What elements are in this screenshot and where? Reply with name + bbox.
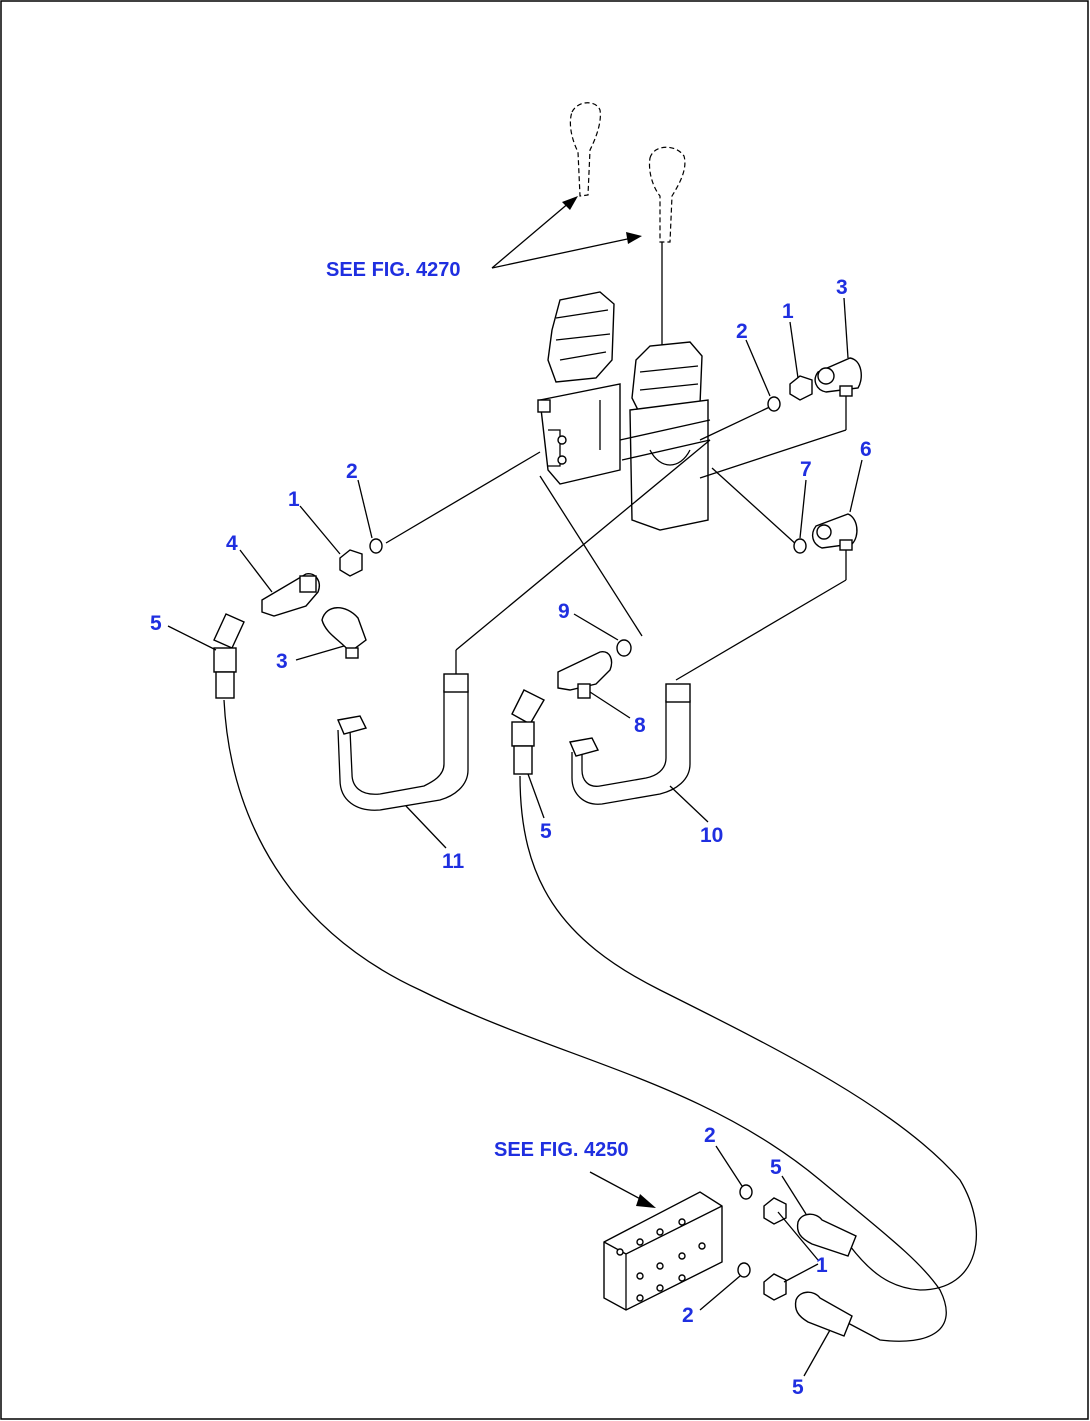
adapter-1-left bbox=[339, 549, 363, 577]
elbow-3-left bbox=[321, 607, 367, 659]
lever-right bbox=[648, 146, 686, 345]
pilot-valve-block bbox=[537, 291, 711, 531]
hose-end-5-lower bbox=[794, 1291, 853, 1337]
callout-2-lower: 2 bbox=[682, 1304, 694, 1327]
callout-6: 6 bbox=[860, 438, 872, 461]
o-ring-2-upper bbox=[767, 396, 781, 412]
callout-2-left: 2 bbox=[346, 460, 358, 483]
hose-long-middle bbox=[519, 775, 978, 1291]
callout-leaders bbox=[167, 297, 863, 1377]
callout-10: 10 bbox=[700, 824, 723, 847]
o-ring-2-lower bbox=[737, 1262, 751, 1278]
callout-7: 7 bbox=[800, 458, 812, 481]
fitting-elbow-6 bbox=[811, 513, 858, 551]
tube-10 bbox=[569, 683, 691, 805]
callout-3-left: 3 bbox=[276, 650, 288, 673]
tube-11 bbox=[337, 673, 469, 811]
lever-left bbox=[569, 102, 601, 197]
adapter-1-lower bbox=[763, 1273, 787, 1301]
callout-5-left: 5 bbox=[150, 612, 162, 635]
callout-5-lower-upper: 5 bbox=[770, 1156, 782, 1179]
hose-end-5-lower-upper bbox=[796, 1213, 857, 1257]
callout-5-middle: 5 bbox=[540, 820, 552, 843]
callout-1-left: 1 bbox=[288, 488, 300, 511]
callout-9: 9 bbox=[558, 600, 570, 623]
adapter-1-upper bbox=[789, 375, 813, 401]
callout-2-upper: 2 bbox=[736, 320, 748, 343]
callout-11: 11 bbox=[442, 850, 465, 873]
o-ring-7 bbox=[793, 538, 807, 554]
reference-label-fig-4250: SEE FIG. 4250 bbox=[494, 1139, 629, 1161]
tee-4 bbox=[261, 573, 320, 617]
reference-arrow-lower bbox=[589, 1171, 656, 1208]
hose-end-5-left bbox=[213, 613, 245, 699]
hose-long-left bbox=[223, 699, 947, 1342]
tee-8 bbox=[557, 651, 613, 699]
o-ring-2-left bbox=[369, 538, 383, 554]
callout-1-lower: 1 bbox=[816, 1254, 828, 1277]
callout-5-lower: 5 bbox=[792, 1376, 804, 1399]
adapter-1-lower-upper bbox=[763, 1197, 787, 1225]
callout-3-upper: 3 bbox=[836, 276, 848, 299]
connection-lines bbox=[385, 394, 847, 681]
o-ring-9 bbox=[616, 639, 632, 657]
callout-4: 4 bbox=[226, 532, 238, 555]
reference-arrows-upper bbox=[491, 196, 642, 269]
hose-end-5-middle bbox=[511, 689, 545, 775]
callout-2-lower-upper: 2 bbox=[704, 1124, 716, 1147]
callout-8: 8 bbox=[634, 714, 646, 737]
o-ring-2-lower-upper bbox=[739, 1184, 753, 1200]
reference-label-fig-4270: SEE FIG. 4270 bbox=[326, 259, 461, 281]
fitting-elbow-3-upper bbox=[814, 357, 862, 397]
manifold-block bbox=[603, 1191, 723, 1311]
callout-1-upper: 1 bbox=[782, 300, 794, 323]
